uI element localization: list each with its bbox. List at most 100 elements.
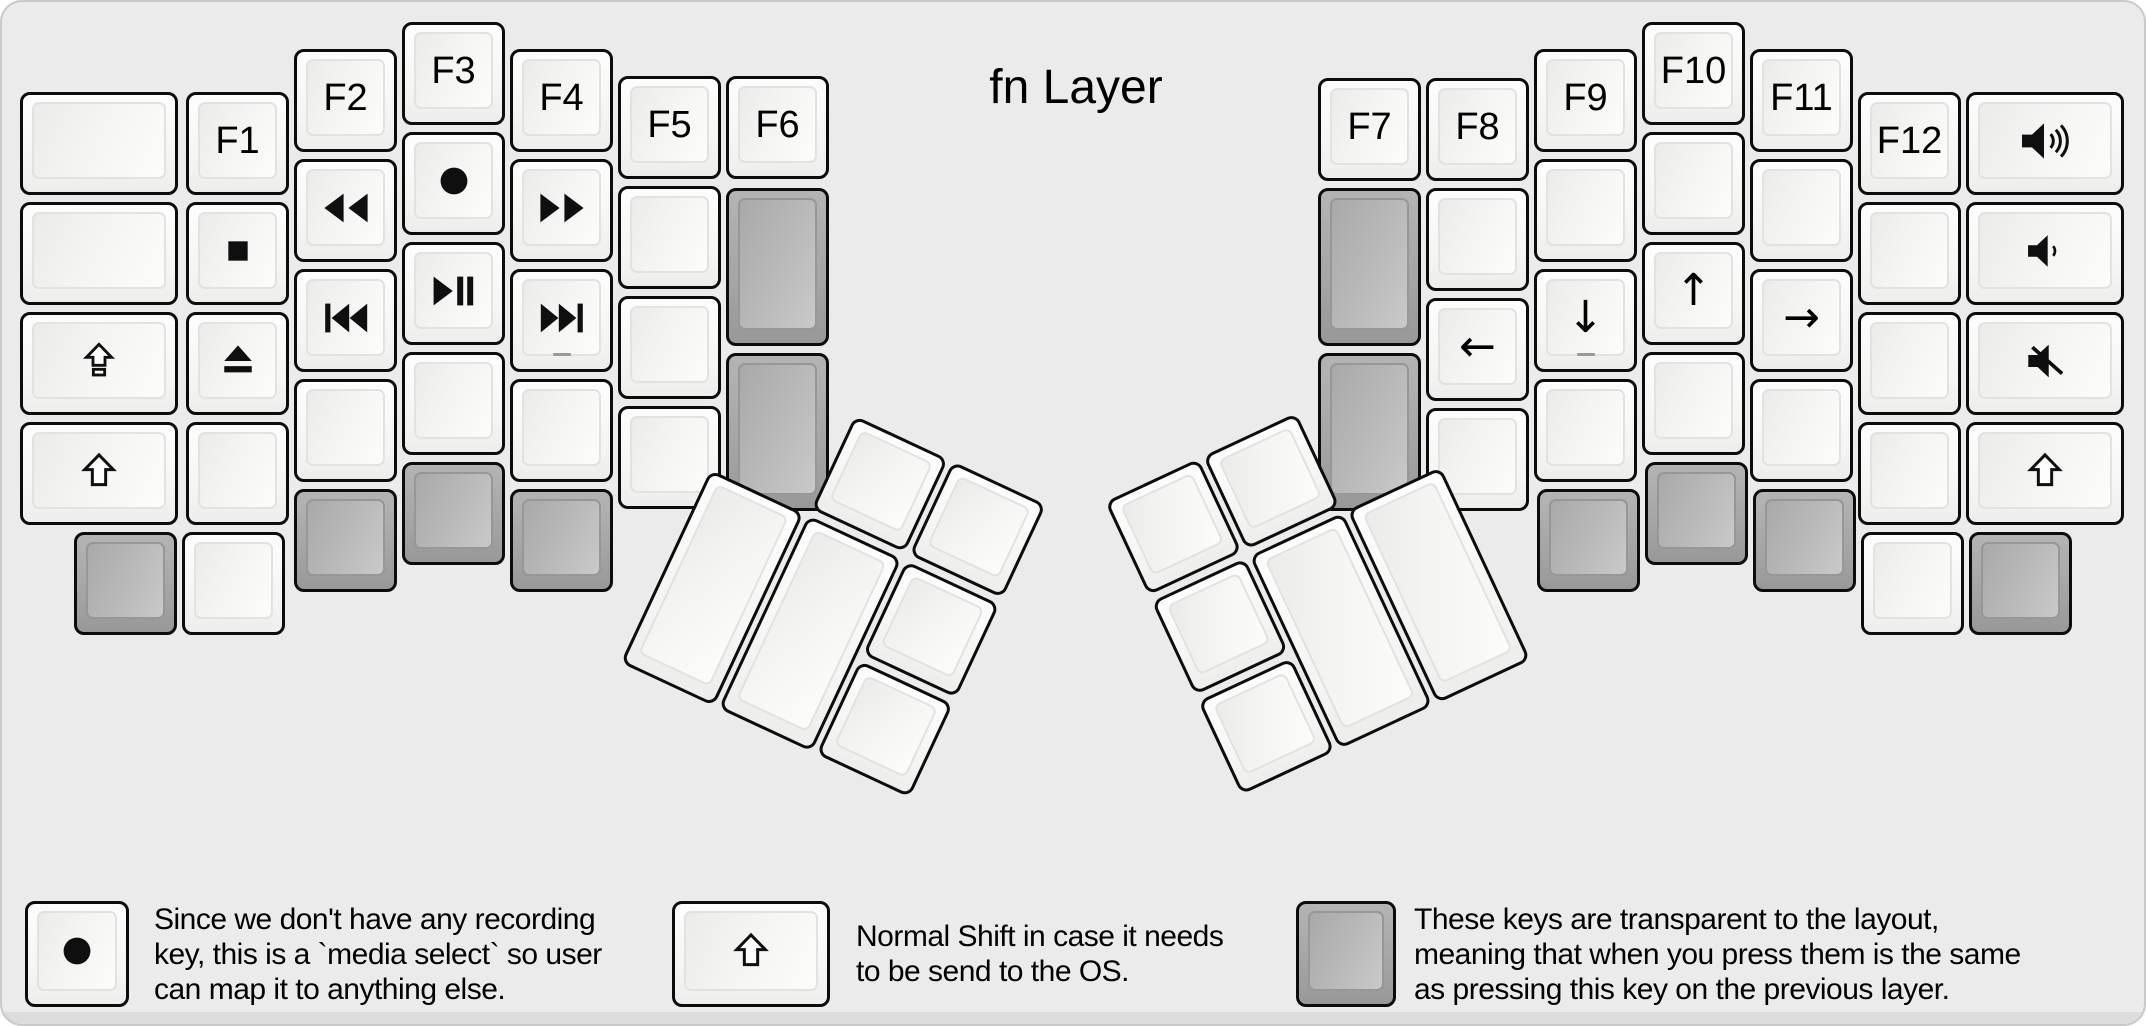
- keytop: [1978, 212, 2112, 289]
- key-blank[interactable]: [618, 186, 721, 289]
- key-blank[interactable]: [1858, 202, 1961, 305]
- key-transparent[interactable]: [1753, 489, 1856, 592]
- key-label: F7: [1347, 105, 1392, 148]
- key-blank[interactable]: [1642, 132, 1745, 235]
- key-blank[interactable]: [1642, 352, 1745, 455]
- key-f4[interactable]: F4: [510, 49, 613, 152]
- legend-text-line: as pressing this key on the previous lay…: [1414, 973, 1950, 1006]
- key-label: F1: [215, 119, 260, 162]
- key-transparent[interactable]: [402, 462, 505, 565]
- key-label: ←: [1459, 320, 1496, 372]
- key-f10[interactable]: F10: [1642, 22, 1745, 125]
- key-stop[interactable]: [186, 202, 289, 305]
- key-f7[interactable]: F7: [1318, 78, 1421, 181]
- key-blank[interactable]: [1750, 379, 1853, 482]
- keytop: [522, 279, 601, 356]
- key-shift[interactable]: [1966, 422, 2124, 525]
- key-f6[interactable]: F6: [726, 76, 829, 179]
- key-blank[interactable]: [1858, 312, 1961, 415]
- key-blank[interactable]: [182, 532, 285, 635]
- keytop: [1438, 418, 1517, 495]
- key-blank[interactable]: [1534, 159, 1637, 262]
- keytop: [1217, 426, 1323, 531]
- key-blank[interactable]: [20, 92, 178, 195]
- key-arrow-left[interactable]: ←: [1426, 298, 1529, 401]
- key-label: ↑: [1675, 264, 1712, 316]
- key-f9[interactable]: F9: [1534, 49, 1637, 152]
- key-blank[interactable]: [510, 379, 613, 482]
- key-arrow-right[interactable]: →: [1750, 269, 1853, 372]
- keytop: [306, 499, 385, 576]
- key-blank[interactable]: [186, 422, 289, 525]
- keytop: [1762, 389, 1841, 466]
- key-blank[interactable]: [1426, 188, 1529, 291]
- homing-underscore-mark: [552, 353, 571, 356]
- key-transparent[interactable]: [510, 489, 613, 592]
- keytop: [926, 475, 1032, 579]
- key-blank[interactable]: [294, 379, 397, 482]
- keytop: [880, 575, 985, 679]
- legend-text-3: These keys are transparent to the layout…: [1414, 902, 2021, 1007]
- key-media-select-record[interactable]: [402, 132, 505, 235]
- key-arrow-down[interactable]: ↓: [1534, 269, 1637, 372]
- keytop: [522, 169, 601, 246]
- key-transparent[interactable]: [74, 532, 177, 635]
- keytop: F8: [1438, 88, 1517, 165]
- key-f1[interactable]: F1: [186, 92, 289, 195]
- keytop: [1873, 542, 1952, 619]
- keytop: F5: [630, 86, 709, 163]
- key-blank[interactable]: [1534, 379, 1637, 482]
- keytop: [522, 499, 601, 576]
- key-caps-shift[interactable]: [20, 312, 178, 415]
- key-f3[interactable]: F3: [402, 22, 505, 125]
- record-icon: [54, 928, 100, 974]
- keytop: [1120, 472, 1225, 576]
- key-transparent[interactable]: [294, 489, 397, 592]
- prev-track-icon: [322, 294, 370, 342]
- legend-key-record[interactable]: [25, 901, 129, 1007]
- rewind-icon: [322, 184, 370, 232]
- key-eject[interactable]: [186, 312, 289, 415]
- keytop: [1546, 389, 1625, 466]
- keytop: [414, 142, 493, 219]
- shift-icon: [730, 930, 772, 972]
- keytop: [414, 252, 493, 329]
- key-transparent[interactable]: [1645, 462, 1748, 565]
- keytop: [32, 212, 166, 289]
- key-f12[interactable]: F12: [1858, 92, 1961, 195]
- keytop: F4: [522, 59, 601, 136]
- key-blank[interactable]: [618, 296, 721, 399]
- key-transparent[interactable]: [726, 188, 829, 346]
- key-mute[interactable]: [1966, 312, 2124, 415]
- key-rewind[interactable]: [294, 159, 397, 262]
- key-transparent[interactable]: [1969, 532, 2072, 635]
- legend-key-shift[interactable]: [672, 901, 830, 1007]
- key-blank[interactable]: [1426, 408, 1529, 511]
- key-blank[interactable]: [1861, 532, 1964, 635]
- key-transparent[interactable]: [1537, 489, 1640, 592]
- key-f8[interactable]: F8: [1426, 78, 1529, 181]
- key-next-track[interactable]: [510, 269, 613, 372]
- key-f11[interactable]: F11: [1750, 49, 1853, 152]
- key-blank[interactable]: [1858, 422, 1961, 525]
- key-blank[interactable]: [402, 352, 505, 455]
- key-transparent[interactable]: [1318, 188, 1421, 346]
- key-play-pause[interactable]: [402, 242, 505, 345]
- key-f2[interactable]: F2: [294, 49, 397, 152]
- legend-key-transparent[interactable]: [1296, 901, 1396, 1007]
- key-blank[interactable]: [1750, 159, 1853, 262]
- key-f5[interactable]: F5: [618, 76, 721, 179]
- key-prev-track[interactable]: [294, 269, 397, 372]
- keytop: [1438, 198, 1517, 275]
- key-blank[interactable]: [20, 202, 178, 305]
- key-arrow-up[interactable]: ↑: [1642, 242, 1745, 345]
- key-volume-up[interactable]: [1966, 92, 2124, 195]
- keytop: [1654, 142, 1733, 219]
- key-volume-down[interactable]: [1966, 202, 2124, 305]
- keytop: [414, 362, 493, 439]
- key-fast-forward[interactable]: [510, 159, 613, 262]
- key-shift[interactable]: [20, 422, 178, 525]
- caps-lock-icon: [79, 341, 119, 381]
